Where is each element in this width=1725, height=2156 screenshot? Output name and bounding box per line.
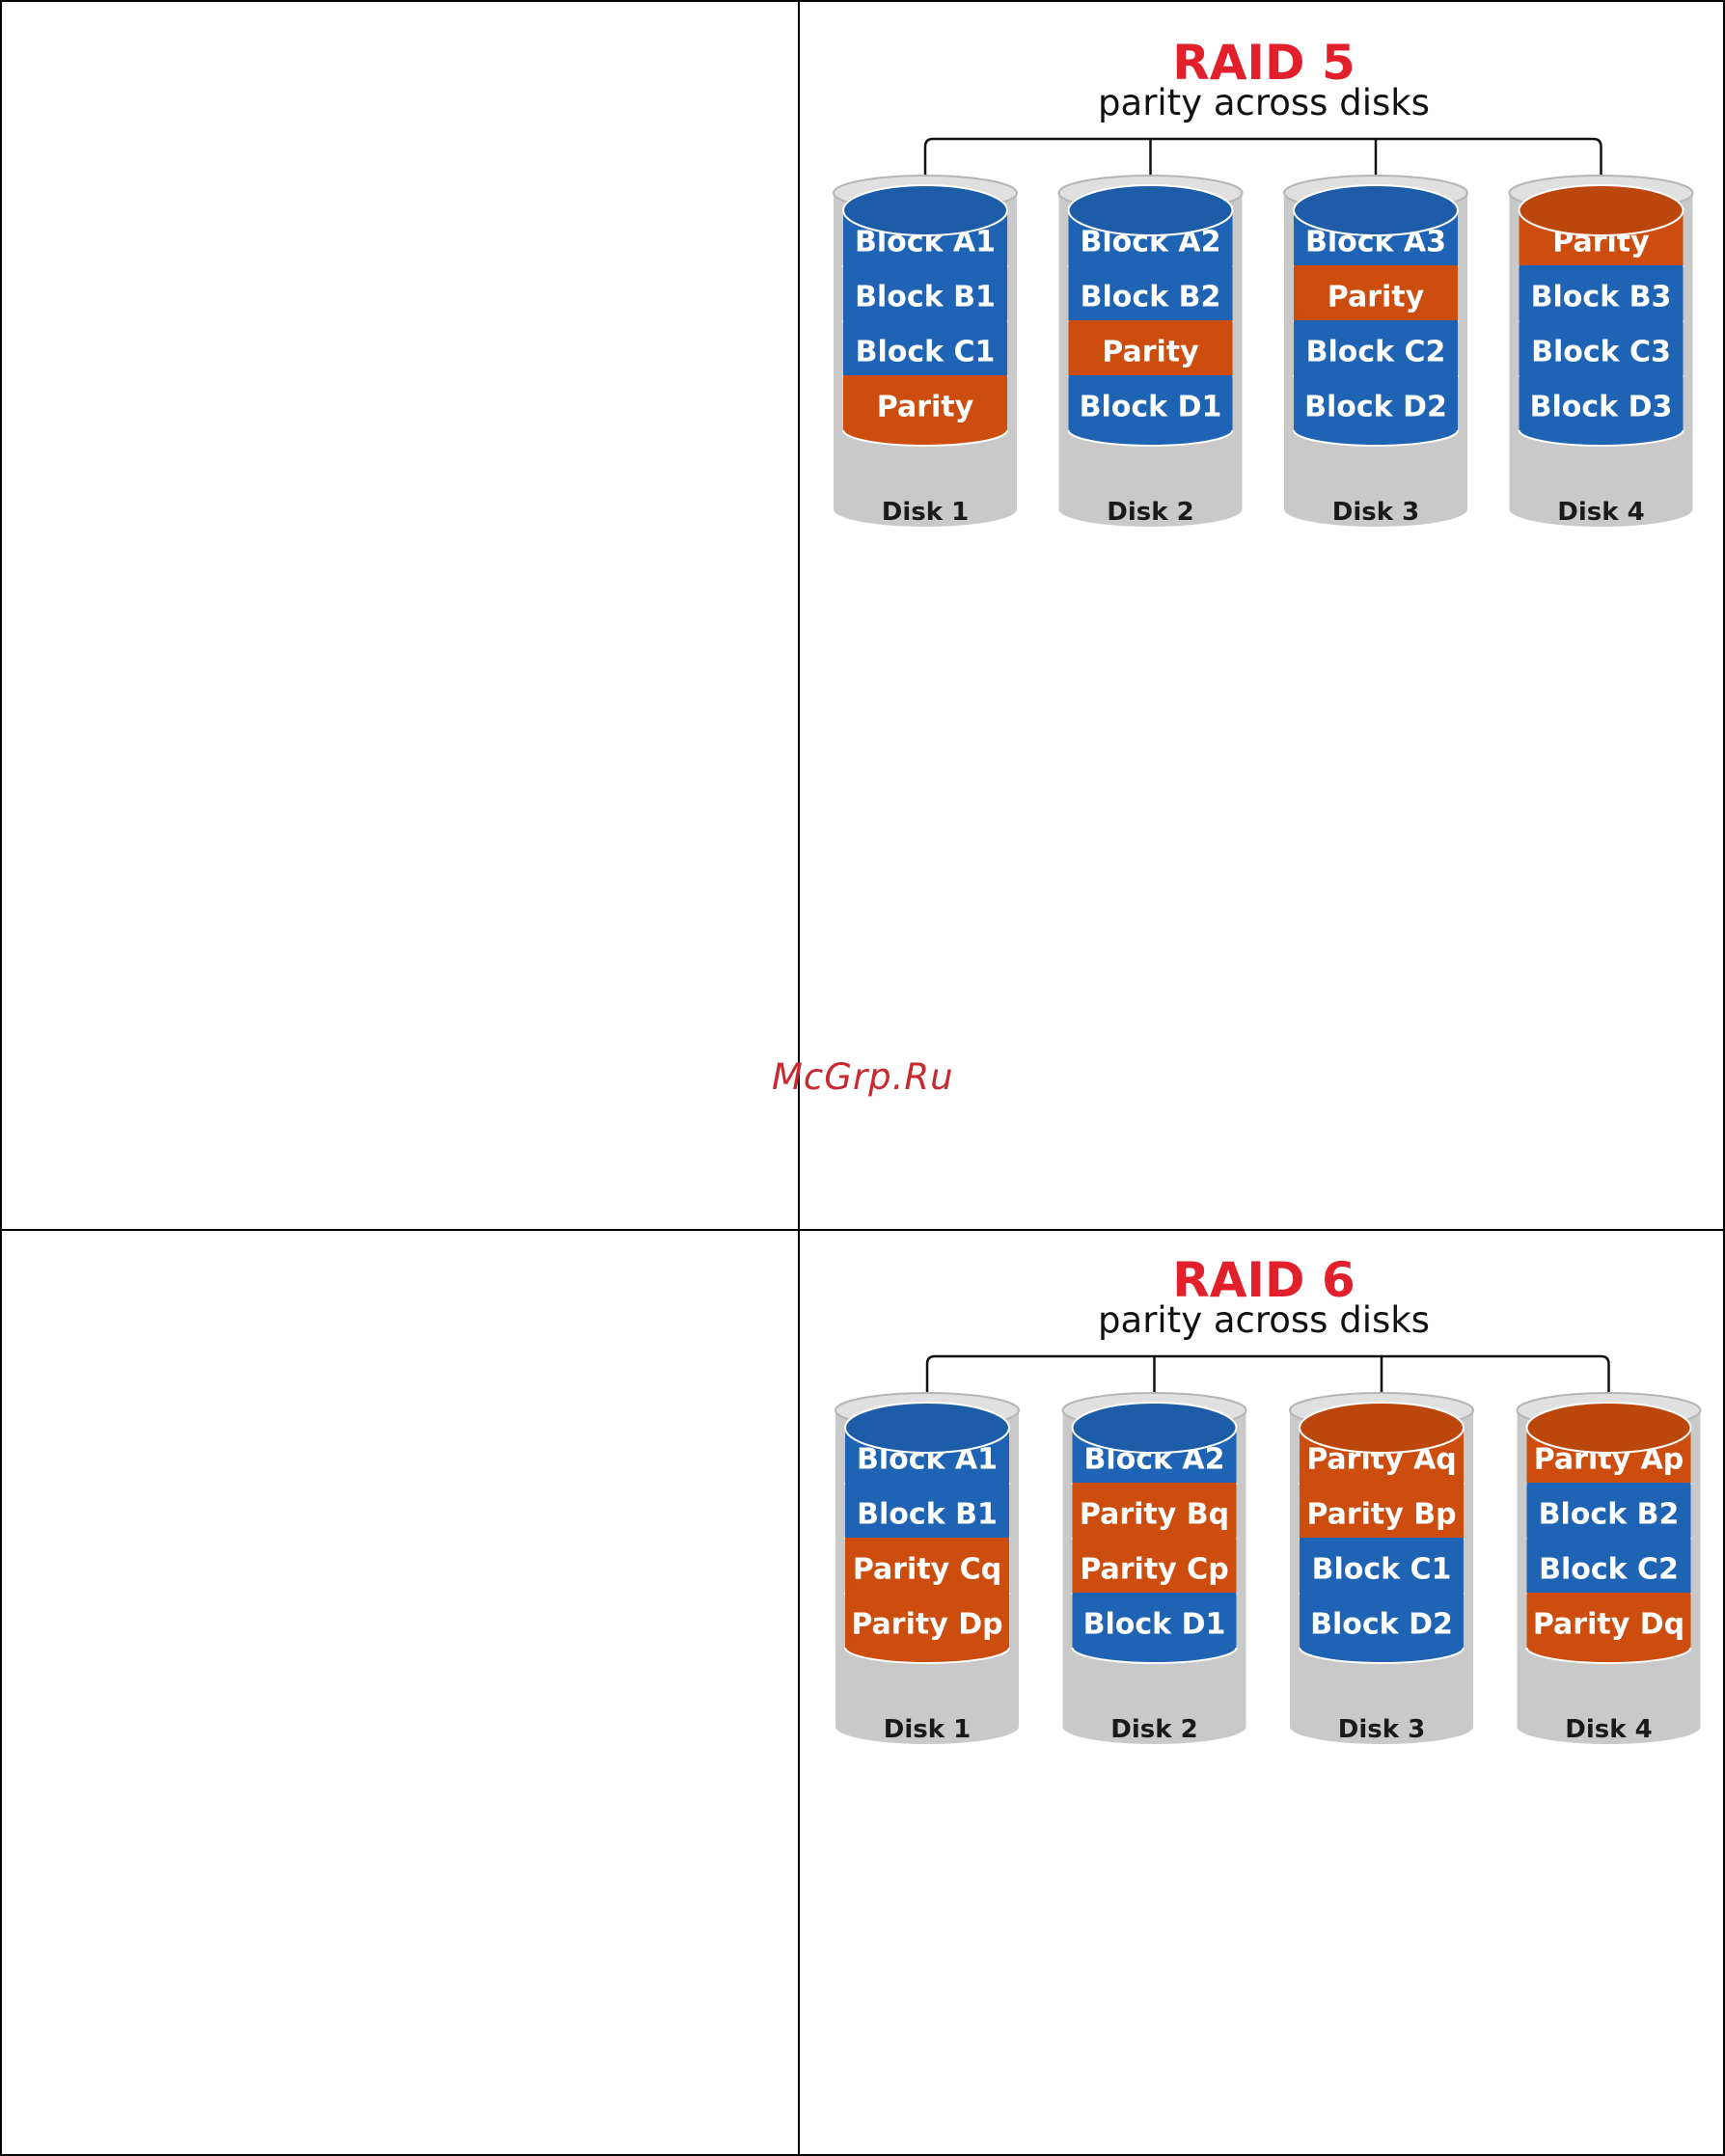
disk-shell-bottom xyxy=(1062,1709,1246,1744)
block-label: Block C1 xyxy=(856,336,996,369)
disk-top-cap xyxy=(844,1402,1010,1454)
block-label: Block B1 xyxy=(857,1498,998,1532)
block-label: Block B2 xyxy=(1539,1498,1680,1532)
block-label: Block C3 xyxy=(1531,336,1671,369)
disk-top-cap xyxy=(1067,184,1234,236)
disk-shell-bottom xyxy=(1290,1709,1473,1744)
raid5-disk-1-block-4: Parity xyxy=(842,375,1008,447)
block-separator xyxy=(1067,429,1234,447)
block-label: Parity xyxy=(1328,281,1425,314)
raid5-title: RAID 5 xyxy=(1172,35,1355,91)
disk-label: Disk 2 xyxy=(1110,1715,1197,1744)
raid6-title: RAID 6 xyxy=(1172,1252,1355,1308)
block-label: Block D2 xyxy=(1304,391,1447,424)
block-label: Parity Cq xyxy=(853,1553,1001,1587)
raid6-disk-2-block-4: Block D1 xyxy=(1071,1593,1238,1664)
block-label: Block D1 xyxy=(1080,391,1222,424)
disk-top-cap xyxy=(1525,1402,1692,1454)
disk-label: Disk 2 xyxy=(1107,498,1193,527)
block-label: Parity xyxy=(877,391,974,424)
disk-label: Disk 1 xyxy=(884,1715,971,1744)
disk-label: Disk 1 xyxy=(882,498,969,527)
raid5-disk-4-block-4: Block D3 xyxy=(1518,375,1684,447)
raid5-disk-2-block-4: Block D1 xyxy=(1067,375,1234,447)
disk-label: Disk 4 xyxy=(1565,1715,1652,1744)
block-label: Parity Dp xyxy=(851,1608,1002,1642)
disk-shell-bottom xyxy=(834,492,1017,527)
block-bottom xyxy=(1072,1632,1237,1663)
raid6-disk-1-block-4: Parity Dp xyxy=(844,1593,1010,1664)
disk-label: Disk 4 xyxy=(1557,498,1644,527)
block-label: Block B3 xyxy=(1531,281,1672,314)
raid6-disk-3-block-4: Block D2 xyxy=(1299,1593,1465,1664)
block-separator xyxy=(1071,1647,1238,1664)
block-separator xyxy=(1293,429,1459,447)
block-bottom xyxy=(1068,415,1233,446)
block-bottom xyxy=(1294,415,1458,446)
disk-top-cap xyxy=(1518,184,1684,236)
raid6-disk-1-block-2: Block B1 xyxy=(844,1483,1010,1554)
disk-shell-bottom xyxy=(1517,1709,1701,1744)
disk-shell-bottom xyxy=(1509,492,1693,527)
block-separator xyxy=(1525,1647,1692,1664)
block-label: Parity Dq xyxy=(1533,1608,1684,1642)
disk-shell-bottom xyxy=(1058,492,1243,527)
block-separator xyxy=(1518,429,1684,447)
block-label: Block C2 xyxy=(1539,1553,1679,1587)
disk-label: Disk 3 xyxy=(1332,498,1419,527)
table-cell-bottom-left xyxy=(0,1229,800,2156)
disk-label: Disk 3 xyxy=(1338,1715,1425,1744)
block-separator xyxy=(1299,1647,1465,1664)
table-cell-top-left xyxy=(0,0,800,1231)
block-label: Block C2 xyxy=(1306,336,1446,369)
block-label: Block C1 xyxy=(1312,1553,1452,1587)
block-label: Parity Cp xyxy=(1080,1553,1228,1587)
watermark-text: McGrp.Ru xyxy=(772,1056,954,1098)
block-separator xyxy=(844,1647,1010,1664)
raid5-disk-3-block-4: Block D2 xyxy=(1293,375,1459,447)
block-separator xyxy=(842,429,1008,447)
raid6-disk-4-block-4: Parity Dq xyxy=(1525,1593,1692,1664)
raid6-subtitle: parity across disks xyxy=(1098,1299,1430,1341)
raid5-connector-bracket xyxy=(923,137,1602,222)
raid5-subtitle: parity across disks xyxy=(1098,82,1430,123)
block-label: Parity xyxy=(1102,336,1199,369)
disk-top-cap xyxy=(842,184,1008,236)
block-label: Block B1 xyxy=(855,281,996,314)
disk-shell-bottom xyxy=(835,1709,1019,1744)
disk-top-cap xyxy=(1293,184,1459,236)
disk-shell-bottom xyxy=(1284,492,1467,527)
block-label: Block B2 xyxy=(1081,281,1221,314)
block-bottom xyxy=(843,415,1007,446)
block-label: Block D1 xyxy=(1083,1608,1226,1642)
table-cell-bottom-right xyxy=(798,1229,1725,2156)
block-label: Parity Bp xyxy=(1306,1498,1456,1532)
block-bottom xyxy=(845,1632,1009,1663)
raid6-connector-bracket xyxy=(925,1354,1610,1439)
block-bottom xyxy=(1526,1632,1691,1663)
disk-top-cap xyxy=(1071,1402,1238,1454)
disk-top-cap xyxy=(1299,1402,1465,1454)
block-bottom xyxy=(1519,415,1684,446)
block-label: Parity Bq xyxy=(1080,1498,1229,1532)
raid5-disk-1-block-2: Block B1 xyxy=(842,265,1008,337)
block-label: Block D2 xyxy=(1310,1608,1453,1642)
block-label: Block D3 xyxy=(1530,391,1673,424)
block-bottom xyxy=(1300,1632,1464,1663)
